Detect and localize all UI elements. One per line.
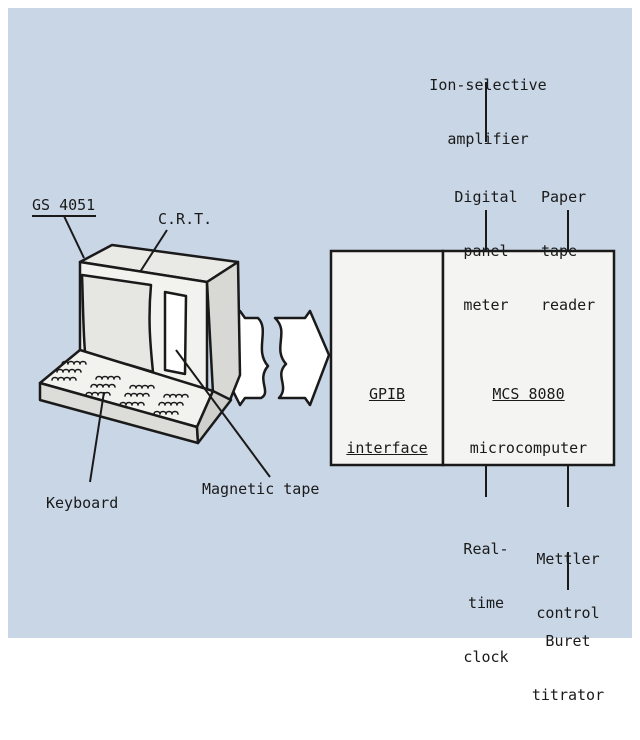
label-line: GPIB bbox=[333, 385, 441, 403]
label-line: Ion-selective bbox=[410, 76, 566, 94]
label-mcs-8080: MCS 8080 bbox=[445, 385, 612, 403]
magnetic-tape-slot bbox=[165, 292, 186, 374]
label-microcomputer: microcomputer bbox=[445, 439, 612, 457]
label-mcs-8080-microcomputer: MCS 8080 microcomputer bbox=[445, 349, 612, 493]
label-line: Mettler bbox=[526, 550, 610, 568]
label-line: meter bbox=[446, 296, 526, 314]
label-gs-4051: GS 4051 bbox=[32, 196, 95, 214]
label-line: reader bbox=[541, 296, 595, 314]
label-keyboard: Keyboard bbox=[46, 494, 118, 512]
label-line: clock bbox=[458, 648, 514, 666]
label-gpib-interface: GPIB interface bbox=[333, 349, 441, 493]
label-digital-panel-meter: Digital panel meter bbox=[446, 152, 526, 350]
label-line: Digital bbox=[446, 188, 526, 206]
label-real-time-clock: Real- time clock bbox=[458, 504, 514, 702]
label-magnetic-tape: Magnetic tape bbox=[202, 480, 319, 498]
label-paper-tape-reader: Paper tape reader bbox=[541, 152, 595, 350]
diagram-canvas: Ion-selective amplifier Digital panel me… bbox=[0, 0, 640, 646]
label-line: Paper bbox=[541, 188, 595, 206]
label-crt: C.R.T. bbox=[158, 210, 212, 228]
terminal-right-side bbox=[207, 262, 240, 400]
label-buret-titrator: Buret titrator bbox=[526, 596, 610, 740]
label-line: Buret bbox=[526, 632, 610, 650]
label-line: panel bbox=[446, 242, 526, 260]
label-line: interface bbox=[333, 439, 441, 457]
label-line: amplifier bbox=[410, 130, 566, 148]
label-line: Real- bbox=[458, 540, 514, 558]
label-line: tape bbox=[541, 242, 595, 260]
label-line: time bbox=[458, 594, 514, 612]
label-line: titrator bbox=[526, 686, 610, 704]
